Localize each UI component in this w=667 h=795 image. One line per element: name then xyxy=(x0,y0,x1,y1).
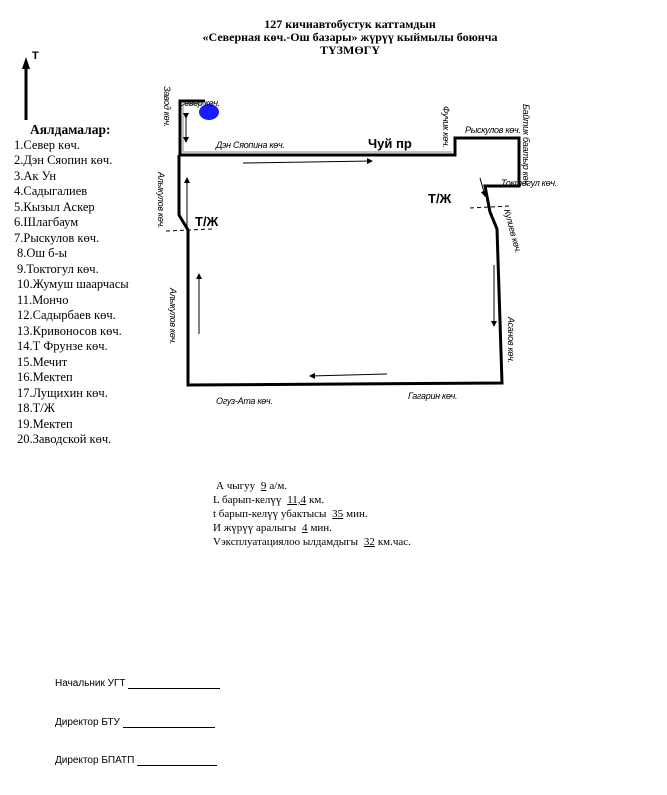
stop-item: 11.Мончо xyxy=(17,292,69,307)
stop-item: 7.Рыскулов көч. xyxy=(14,230,100,245)
route-line xyxy=(177,99,521,387)
title-line: 127 кичиавтобустук каттамдын xyxy=(264,17,436,31)
title-line: ТҮЗМӨГҮ xyxy=(320,43,380,57)
document-title: 127 кичиавтобустук каттамдын «Северная к… xyxy=(150,18,550,57)
railway-label: Т/Ж xyxy=(428,191,452,206)
north-label: Т xyxy=(32,50,39,62)
stops-heading: Аялдамалар: xyxy=(30,122,111,137)
direction-arrow xyxy=(309,372,388,379)
street-label: Фучик көч. xyxy=(441,106,451,147)
stop-item: 13.Кривоносов көч. xyxy=(17,323,122,338)
street-label: Алыкулов көч. xyxy=(168,287,178,344)
street-label: Чуй пр xyxy=(368,136,412,151)
railway-crossing-line xyxy=(165,228,213,232)
signature-line: Директор БПАТП xyxy=(55,755,218,766)
street-label: Байтик баатыр көч. xyxy=(521,104,531,187)
street-label: Асанов көч. xyxy=(506,316,516,363)
street-label: Токтогул көч. xyxy=(501,178,557,188)
street-label: Рыскулов көч. xyxy=(465,125,521,135)
stop-item: 9.Токтогул көч. xyxy=(17,261,99,276)
stop-item: 15.Мечит xyxy=(17,354,68,369)
stop-item: 5.Кызыл Аскер xyxy=(14,199,95,214)
stop-item: 18.Т/Ж xyxy=(17,401,55,415)
street-label: Кулиев көч. xyxy=(502,208,523,254)
street-label: Гагарин көч. xyxy=(408,391,457,401)
stop-item: 16.Мектеп xyxy=(17,370,73,384)
street-label: Север көч. xyxy=(178,98,220,108)
stops-list: Аялдамалар: 1.Север көч.2.Дэн Сяопин көч… xyxy=(14,122,129,448)
stop-item: 19.Мектеп xyxy=(17,416,73,431)
stop-item: 20.Заводской көч. xyxy=(17,432,112,446)
stop-item: 4.Садыгалиев xyxy=(14,184,88,198)
stop-item: 2.Дэн Сяопин көч. xyxy=(14,153,113,167)
stop-item: 12.Садырбаев көч. xyxy=(17,308,116,322)
route-map: Север көч. Завод көч. Дэн Сяопина көч. Ч… xyxy=(156,86,557,406)
street-label: Завод көч. xyxy=(162,86,172,127)
north-arrow: Т xyxy=(18,45,48,125)
stop-item: 8.Ош б-ы xyxy=(17,246,68,260)
street-label: Огуз-Ата көч. xyxy=(216,396,273,406)
direction-arrow xyxy=(479,177,487,197)
stop-item: 3.Ак Ун xyxy=(14,168,57,183)
street-label: Дэн Сяопина көч. xyxy=(215,140,285,150)
stop-item: 10.Жумуш шаарчасы xyxy=(17,277,129,291)
street-label: Алыкулов көч. xyxy=(156,171,166,228)
stop-item: 17.Лущихин көч. xyxy=(17,385,108,400)
railway-label: Т/Ж xyxy=(195,214,219,229)
title-line: «Северная көч.-Ош базары» жүрүү кыймылы … xyxy=(202,30,498,44)
stop-item: 6.Шлагбаум xyxy=(14,215,79,229)
signature-line: Начальник УГТ xyxy=(55,678,221,689)
stop-item: 14.Т Фрунзе көч. xyxy=(17,339,108,353)
start-point-marker xyxy=(199,104,219,120)
direction-arrow xyxy=(242,158,373,165)
signature-line: Директор БТУ xyxy=(55,717,215,728)
stop-item: 1.Север көч. xyxy=(14,137,80,152)
